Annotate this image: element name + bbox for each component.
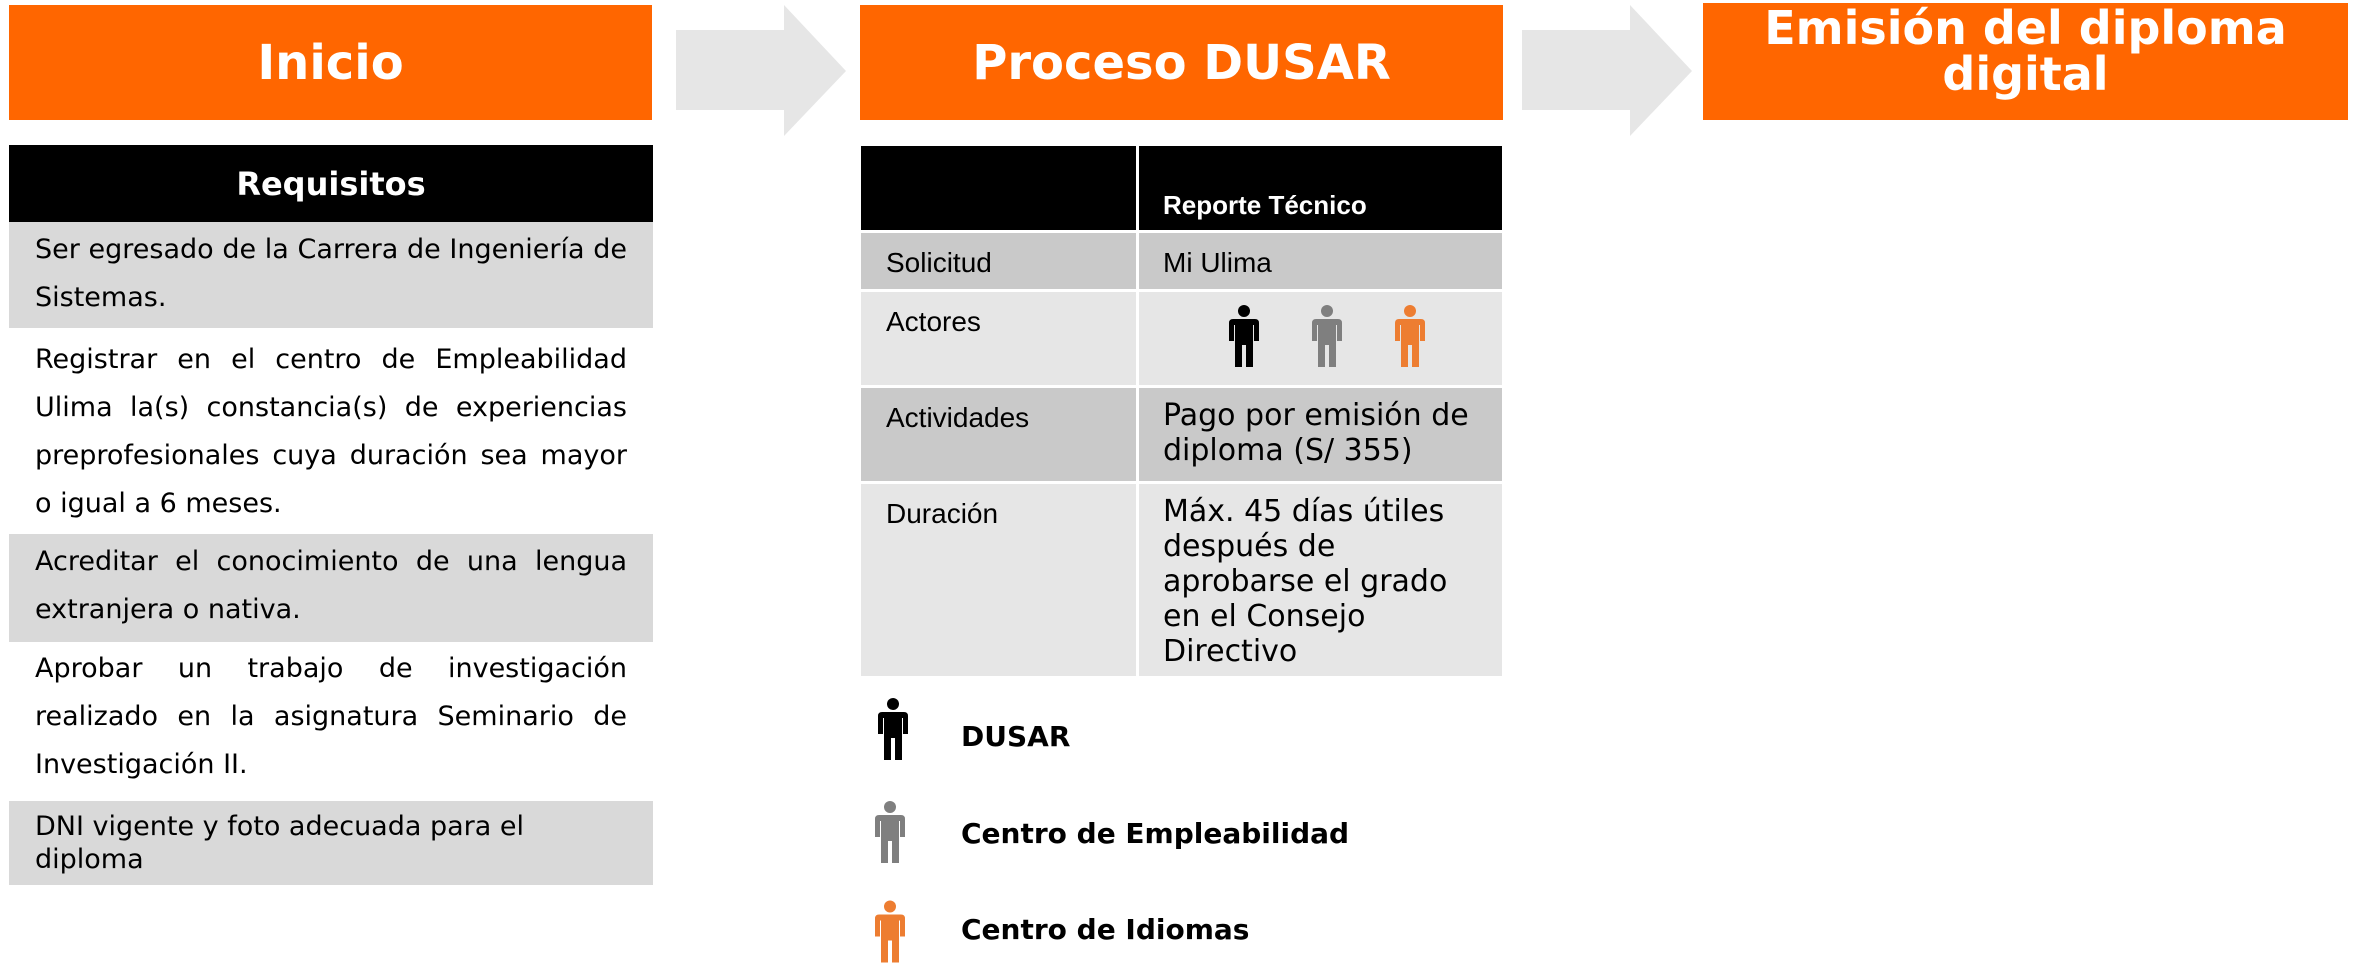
requisitos-title: Requisitos xyxy=(9,145,653,222)
actores-label: Actores xyxy=(861,292,1136,385)
solicitud-value: Mi Ulima xyxy=(1139,233,1502,289)
person-icon xyxy=(878,698,908,760)
person-icon xyxy=(875,801,905,863)
requisito-item: Ser egresado de la Carrera de Ingeniería… xyxy=(9,222,653,328)
table-header-empty xyxy=(861,146,1136,230)
requisito-item: Aprobar un trabajo de investigación real… xyxy=(35,653,627,780)
table-header-reporte-tecnico: Reporte Técnico xyxy=(1139,146,1502,230)
arrow-right-icon xyxy=(1522,5,1692,136)
legend-dusar: DUSAR xyxy=(961,720,1071,753)
header-inicio: Inicio xyxy=(9,5,652,120)
legend-centro-empleabilidad: Centro de Empleabilidad xyxy=(961,817,1350,850)
person-icon xyxy=(1312,305,1342,367)
actividades-label: Actividades xyxy=(861,388,1136,481)
actores-cell xyxy=(1139,292,1502,385)
duracion-value: Máx. 45 días útiles después de aprobarse… xyxy=(1139,484,1502,676)
requisito-item: Acreditar el conocimiento de una lengua … xyxy=(9,534,653,642)
person-icon xyxy=(1395,305,1425,367)
requisito-item: DNI vigente y foto adecuada para el dipl… xyxy=(9,801,653,885)
requisito-item: Registrar en el centro de Empleabilidad … xyxy=(35,344,627,519)
arrow-right-icon xyxy=(676,5,846,136)
legend-centro-idiomas: Centro de Idiomas xyxy=(961,913,1250,946)
solicitud-label: Solicitud xyxy=(861,233,1136,289)
person-icon xyxy=(875,900,905,963)
header-emision-diploma: Emisión del diploma digital xyxy=(1703,3,2348,120)
header-proceso-dusar: Proceso DUSAR xyxy=(860,5,1503,120)
person-icon xyxy=(1229,305,1259,367)
duracion-label: Duración xyxy=(861,484,1136,676)
actividades-value: Pago por emisión de diploma (S/ 355) xyxy=(1139,388,1502,481)
